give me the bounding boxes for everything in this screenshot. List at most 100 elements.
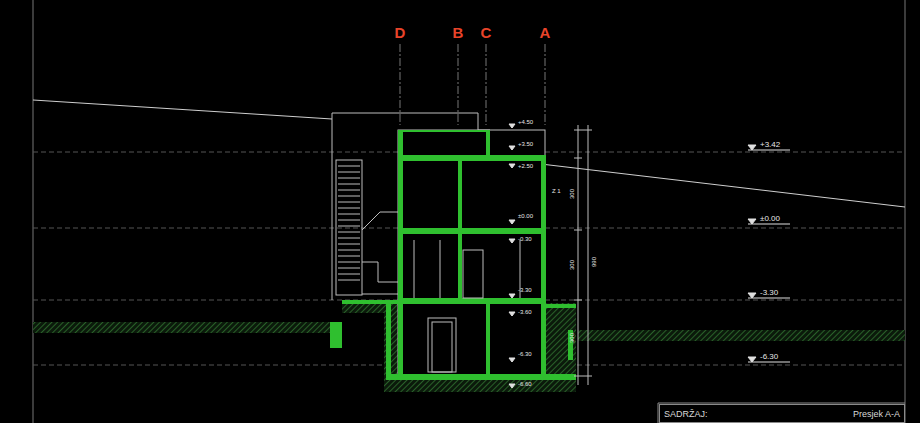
stair-outline — [338, 202, 360, 203]
level-marker — [509, 124, 790, 388]
title-block: SADRŽAJ:Presjek A-A — [659, 404, 905, 423]
stair-outline — [338, 214, 360, 215]
stair-outline — [338, 250, 360, 251]
wall-section — [486, 304, 490, 374]
interior-outline — [463, 250, 483, 298]
stair-outline — [338, 226, 360, 227]
wall-section — [386, 374, 576, 380]
wall-section — [330, 322, 342, 348]
stair-outline — [336, 160, 362, 295]
stair-outline — [338, 220, 360, 221]
level-label: -3.30 — [760, 289, 778, 297]
level-marker — [509, 146, 515, 150]
level-label: -0.30 — [518, 236, 532, 242]
level-marker — [748, 224, 790, 225]
wall-section — [398, 155, 546, 161]
level-marker — [509, 124, 515, 128]
title-block-text: SADRŽAJ: — [664, 409, 708, 419]
wall-section — [458, 160, 462, 230]
wall-section — [330, 130, 576, 380]
interior-outline — [414, 240, 520, 372]
grid-axis-label: B — [453, 25, 464, 40]
level-marker — [509, 312, 515, 316]
dimension-line — [574, 230, 582, 231]
level-label: -3.60 — [518, 309, 532, 315]
level-label: +2.50 — [518, 163, 533, 169]
level-label: ±0.00 — [760, 215, 780, 223]
stair-outline — [338, 178, 360, 179]
wall-section — [486, 130, 490, 158]
level-marker — [509, 358, 515, 362]
dimension-text: 990 — [591, 257, 597, 267]
level-label: +3.50 — [518, 141, 533, 147]
sheet-frame — [905, 0, 906, 423]
stair-outline — [362, 212, 398, 230]
wall-tag: Z 1 — [552, 188, 561, 194]
wall-section — [398, 228, 546, 234]
wall-section — [386, 300, 391, 380]
stair-outline — [338, 184, 360, 185]
dimension-line — [588, 125, 589, 385]
level-label: -6.30 — [518, 351, 532, 357]
wall-section — [398, 130, 403, 380]
dimension-line — [574, 130, 592, 131]
level-marker — [509, 164, 515, 168]
wall-section — [398, 298, 546, 304]
terrain-line — [490, 158, 905, 207]
stair-outline — [338, 262, 360, 263]
level-label: +3.42 — [760, 141, 780, 149]
level-label: +4.50 — [518, 119, 533, 125]
building-shell — [398, 130, 545, 378]
grid-axis-label: C — [481, 25, 492, 40]
grid-axis-label: A — [540, 25, 551, 40]
terrain-line — [33, 100, 332, 119]
dimension-line — [574, 300, 582, 301]
grid-axis-line — [486, 44, 487, 125]
dimension-line — [574, 376, 592, 377]
wall-section — [342, 300, 398, 304]
stair-outline — [338, 232, 360, 233]
sheet-frame — [33, 0, 34, 423]
stair-outline — [338, 208, 360, 209]
level-marker — [748, 362, 790, 363]
building-shell — [398, 130, 545, 378]
stair-outline — [338, 256, 360, 257]
stair-outline — [338, 172, 360, 173]
stair-outline — [338, 196, 360, 197]
dimension-text: 300 — [569, 189, 575, 199]
level-label: ±0.00 — [518, 213, 533, 219]
dimension-line — [574, 125, 592, 385]
interior-outline — [414, 240, 415, 298]
dimension-text: 300 — [569, 260, 575, 270]
stair-outline — [338, 280, 360, 281]
stair-outline — [338, 190, 360, 191]
grid-axis-line — [545, 44, 546, 125]
level-marker — [748, 357, 756, 362]
sheet-frame — [33, 0, 905, 423]
wall-section — [541, 304, 576, 308]
level-label: -3.30 — [518, 287, 532, 293]
level-label: -6.60 — [518, 381, 532, 387]
level-marker — [509, 220, 515, 224]
interior-outline — [428, 318, 456, 372]
ground-hatch — [578, 330, 905, 341]
stair-outline — [338, 166, 360, 167]
stair-outline — [338, 238, 360, 239]
dimension-line — [578, 125, 579, 385]
title-block-frame — [658, 403, 905, 423]
dimension-text: 300 — [569, 333, 575, 343]
level-label: -6.30 — [760, 353, 778, 361]
level-marker — [509, 239, 515, 243]
stair-outline — [338, 244, 360, 245]
wall-section — [398, 130, 490, 132]
dimension-line — [574, 158, 582, 159]
interior-outline — [432, 322, 452, 372]
grid-axis-label: D — [395, 25, 406, 40]
wall-section — [541, 284, 546, 300]
level-marker — [748, 145, 756, 150]
wall-section — [541, 158, 546, 380]
